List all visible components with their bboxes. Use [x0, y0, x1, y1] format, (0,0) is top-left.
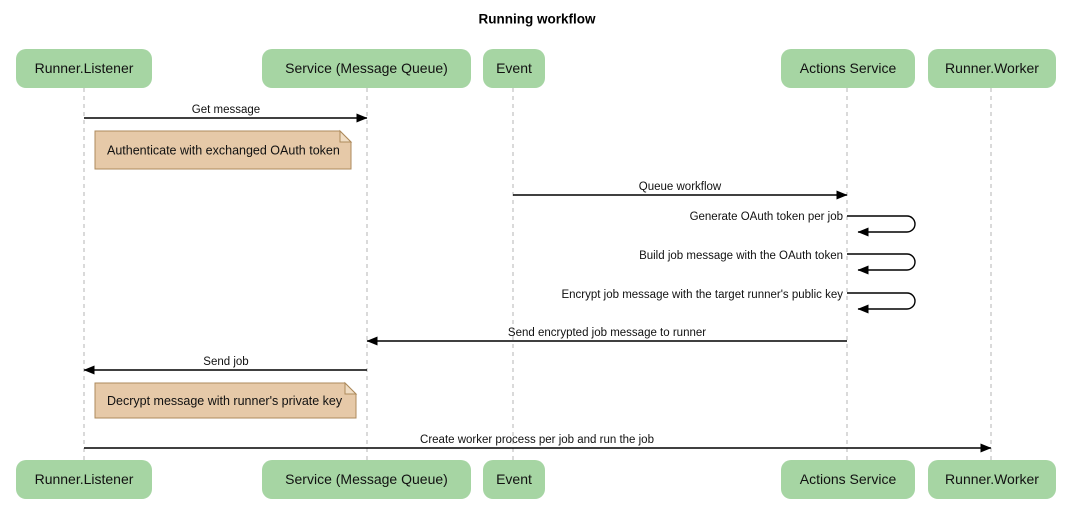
self-loop-path-generate-oauth-token: [847, 215, 916, 237]
actor-actions-service-bottom[interactable]: Actions Service: [781, 460, 915, 499]
actor-box-runner-listener[interactable]: [16, 49, 152, 88]
actor-event-bottom[interactable]: Event: [483, 460, 545, 499]
note-decrypt-message-note[interactable]: Decrypt message with runner's private ke…: [94, 381, 358, 419]
actor-label-event: Event: [496, 471, 532, 487]
actor-label-runner-listener: Runner.Listener: [35, 471, 134, 487]
actor-box-service-queue[interactable]: [262, 460, 471, 499]
note-fold-icon-decrypt-message-note: [344, 381, 358, 395]
message-label-build-job-message: Build job message with the OAuth token: [639, 250, 843, 262]
message-queue-workflow[interactable]: Queue workflow: [513, 181, 848, 200]
actor-runner-worker-bottom[interactable]: Runner.Worker: [928, 460, 1056, 499]
message-encrypt-job-message[interactable]: Encrypt job message with the target runn…: [561, 289, 916, 314]
actors-bottom-layer: Runner.Listener Service (Message Queue) Ev…: [16, 460, 1056, 499]
note-body-decrypt-message-note: [94, 382, 357, 419]
message-generate-oauth-token[interactable]: Generate OAuth token per job: [690, 211, 916, 237]
actor-label-service-queue: Service (Message Queue): [285, 60, 448, 76]
lifelines-layer: [83, 88, 992, 460]
message-create-worker-process[interactable]: Create worker process per job and run th…: [84, 434, 992, 453]
actor-box-actions-service[interactable]: [781, 49, 915, 88]
actor-label-runner-worker: Runner.Worker: [945, 471, 1039, 487]
message-label-send-job: Send job: [203, 356, 248, 368]
actor-event-top[interactable]: Event: [483, 49, 545, 88]
message-send-job[interactable]: Send job: [83, 356, 367, 375]
actor-label-service-queue: Service (Message Queue): [285, 471, 448, 487]
notes-layer: Authenticate with exchanged OAuth tokenD…: [94, 129, 358, 419]
note-text-decrypt-message-note: Decrypt message with runner's private ke…: [107, 394, 343, 408]
note-authenticate-oauth-note[interactable]: Authenticate with exchanged OAuth token: [94, 129, 353, 170]
actor-box-runner-worker[interactable]: [928, 49, 1056, 88]
actor-runner-worker-top[interactable]: Runner.Worker: [928, 49, 1056, 88]
actor-box-actions-service[interactable]: [781, 460, 915, 499]
actor-runner-listener-top[interactable]: Runner.Listener: [16, 49, 152, 88]
self-loop-path-encrypt-job-message: [847, 292, 916, 314]
actor-service-queue-bottom[interactable]: Service (Message Queue): [262, 460, 471, 499]
message-label-generate-oauth-token: Generate OAuth token per job: [690, 211, 843, 223]
actor-label-actions-service: Actions Service: [800, 60, 897, 76]
message-label-send-encrypted-job-message: Send encrypted job message to runner: [508, 327, 706, 339]
actor-label-event: Event: [496, 60, 532, 76]
actor-label-actions-service: Actions Service: [800, 471, 897, 487]
message-label-create-worker-process: Create worker process per job and run th…: [420, 434, 654, 446]
actor-label-runner-listener: Runner.Listener: [35, 60, 134, 76]
actor-box-event[interactable]: [483, 49, 545, 88]
actor-box-event[interactable]: [483, 460, 545, 499]
actor-service-queue-top[interactable]: Service (Message Queue): [262, 49, 471, 88]
note-text-authenticate-oauth-note: Authenticate with exchanged OAuth token: [107, 143, 340, 157]
actor-box-runner-listener[interactable]: [16, 460, 152, 499]
actor-box-service-queue[interactable]: [262, 49, 471, 88]
message-label-queue-workflow: Queue workflow: [639, 181, 722, 193]
message-send-encrypted-job-message[interactable]: Send encrypted job message to runner: [366, 327, 847, 346]
actor-actions-service-top[interactable]: Actions Service: [781, 49, 915, 88]
message-label-get-message: Get message: [192, 104, 260, 116]
actors-top-layer: Runner.Listener Service (Message Queue) Ev…: [16, 49, 1056, 88]
diagram-title: Running workflow: [479, 12, 596, 27]
note-body-authenticate-oauth-note: [94, 130, 352, 170]
actor-label-runner-worker: Runner.Worker: [945, 60, 1039, 76]
message-label-encrypt-job-message: Encrypt job message with the target runn…: [561, 289, 843, 301]
note-fold-icon-authenticate-oauth-note: [339, 129, 353, 143]
self-loop-path-build-job-message: [847, 253, 916, 275]
message-build-job-message[interactable]: Build job message with the OAuth token: [639, 250, 916, 275]
message-get-message[interactable]: Get message: [84, 104, 368, 123]
actor-runner-listener-bottom[interactable]: Runner.Listener: [16, 460, 152, 499]
actor-box-runner-worker[interactable]: [928, 460, 1056, 499]
